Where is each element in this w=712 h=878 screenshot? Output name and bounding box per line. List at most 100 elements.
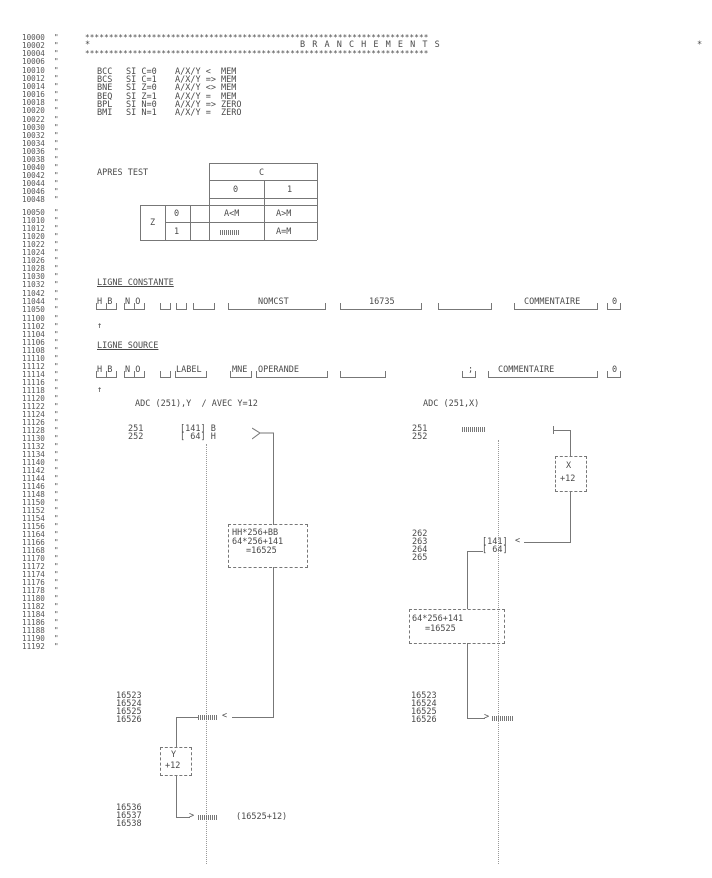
line-number: 10014 " [22, 82, 59, 91]
line-number: 11172 " [22, 562, 59, 571]
line-number: 10030 " [22, 123, 59, 132]
line-number: 10016 " [22, 90, 59, 99]
line-number: 11044 " [22, 297, 59, 306]
left-mem-high: [ 64] H [180, 432, 216, 442]
line-number: 11166 " [22, 538, 59, 547]
right-calc-2: =16525 [425, 624, 456, 634]
branch-mn: BPL [97, 99, 113, 110]
line-number: 11104 " [22, 330, 59, 339]
ls-field-label: LABEL [176, 365, 202, 375]
line-number: 11130 " [22, 434, 59, 443]
table-c1: 1 [287, 185, 293, 195]
ls-field-no: N O [125, 365, 141, 375]
line-number: 11174 " [22, 570, 59, 579]
line-number: 11010 " [22, 216, 59, 225]
branch-mn: BMI [97, 108, 113, 118]
branch-rel: A/X/Y => MEM [175, 75, 237, 86]
right-diagram-title: ADC (251,X) [423, 399, 480, 409]
right-arrow-head: < [515, 536, 521, 546]
left-mem-low: [141] B [180, 424, 216, 434]
branch-rel: A/X/Y = ZERO [175, 108, 242, 118]
line-number: 11050 " [22, 305, 59, 314]
left-memory-track [206, 444, 207, 864]
lc-field-comment: COMMENTAIRE [524, 297, 581, 307]
right-mem-high: [ 64] [482, 545, 508, 555]
line-number: 10048 " [22, 195, 59, 204]
line-number: 11148 " [22, 490, 59, 499]
left-res-16524: 16524 [116, 699, 142, 709]
table-cell-01: A>M [276, 209, 292, 219]
branch-rel: A/X/Y < MEM [175, 67, 237, 77]
line-number: 11106 " [22, 338, 59, 347]
line-number: 11178 " [22, 586, 59, 595]
left-calc-box [228, 524, 308, 568]
line-number: 11190 " [22, 634, 59, 643]
branch-cond: SI N=1 [126, 108, 157, 118]
left-calc-1: HH*256+BB [232, 528, 279, 538]
line-number: 11102 " [22, 322, 59, 331]
line-number: 11026 " [22, 256, 59, 265]
branch-rel: A/X/Y => ZERO [175, 99, 242, 110]
right-base-cell [462, 427, 486, 432]
right-addr-252: 252 [412, 432, 428, 442]
line-number: 11118 " [22, 386, 59, 395]
line-number: 10012 " [22, 74, 59, 83]
line-number: 11152 " [22, 506, 59, 515]
line-number: 11140 " [22, 458, 59, 467]
left-calc-2: 64*256+141 [232, 537, 284, 547]
line-number: 11122 " [22, 402, 59, 411]
header-edge-right: * [697, 40, 703, 50]
branch-mn: BEQ [97, 91, 113, 102]
line-number: 10022 " [22, 115, 59, 124]
ls-field-mne: MNE [232, 365, 248, 375]
line-number: 11100 " [22, 314, 59, 323]
line-number: 11180 " [22, 594, 59, 603]
x-offset-label: X [566, 461, 572, 471]
line-number: 10004 " [22, 49, 59, 58]
table-cell-00: A<M [224, 209, 240, 219]
left-end-16538: 16538 [116, 819, 142, 829]
branch-mn: BNE [97, 83, 113, 94]
right-calc-box [409, 609, 505, 644]
line-number: 11142 " [22, 466, 59, 475]
left-end-16537: 16537 [116, 811, 142, 821]
table-r1: 1 [174, 227, 180, 237]
line-number: 11124 " [22, 410, 59, 419]
x-offset-box [555, 456, 587, 492]
line-number: 11134 " [22, 450, 59, 459]
line-number: 11012 " [22, 224, 59, 233]
line-number: 11028 " [22, 264, 59, 273]
right-addr-263: 263 [412, 537, 428, 547]
branch-cond: SI Z=1 [126, 91, 157, 102]
right-addr-264: 264 [412, 545, 428, 555]
line-number: 10006 " [22, 57, 59, 66]
left-note: (16525+12) [236, 812, 288, 822]
line-number: 11176 " [22, 578, 59, 587]
line-number: 11132 " [22, 442, 59, 451]
line-number: 11150 " [22, 498, 59, 507]
line-number: 11168 " [22, 546, 59, 555]
lc-arrow-icon: ↑ [97, 321, 103, 331]
y-offset-label: Y [171, 750, 177, 760]
branch-rel: A/X/Y = MEM [175, 91, 237, 102]
branch-cond: SI Z=0 [126, 83, 157, 94]
line-number: 11156 " [22, 522, 59, 531]
line-number: 11154 " [22, 514, 59, 523]
apres-test-label: APRES TEST [97, 168, 149, 178]
line-number: 10050 " [22, 208, 59, 217]
left-end-16536: 16536 [116, 803, 142, 813]
right-addr-265: 265 [412, 553, 428, 563]
table-col-head: C [259, 168, 265, 178]
line-number: 11188 " [22, 626, 59, 635]
right-res-16526: 16526 [411, 715, 437, 725]
line-number: 10002 " [22, 41, 59, 50]
line-number: 11108 " [22, 346, 59, 355]
ls-arrow-icon: ↑ [97, 385, 103, 395]
line-number: 10032 " [22, 131, 59, 140]
line-number: 11128 " [22, 426, 59, 435]
table-c0: 0 [233, 185, 239, 195]
line-number: 11020 " [22, 232, 59, 241]
line-number: 11114 " [22, 370, 59, 379]
line-number: 11024 " [22, 248, 59, 257]
header-edge-left: * [85, 40, 91, 50]
